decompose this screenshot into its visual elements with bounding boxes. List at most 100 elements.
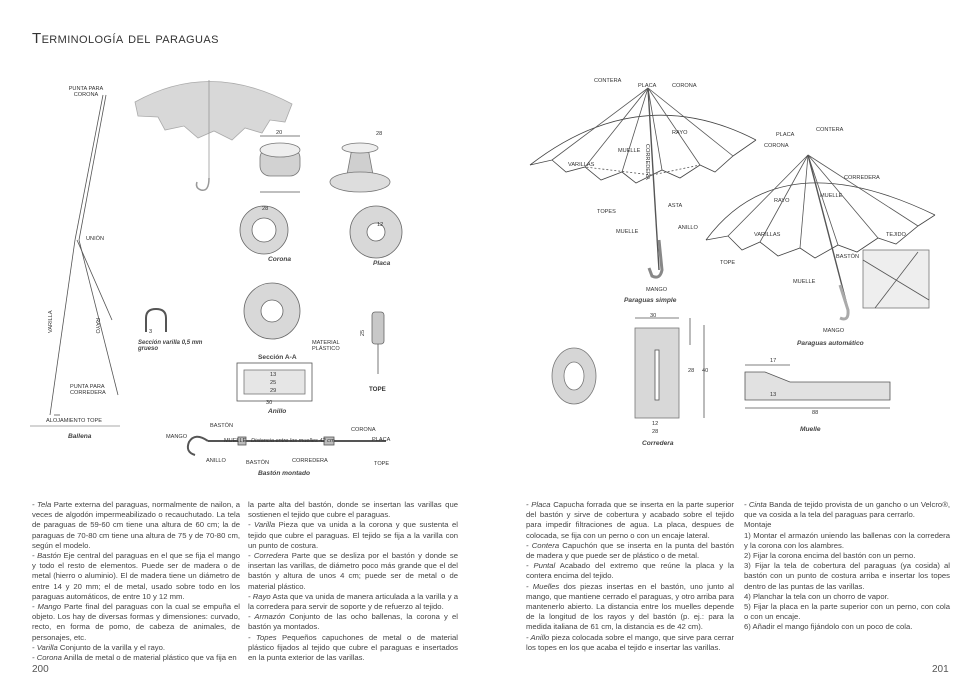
label-baston-montado-baston: BASTÓN — [210, 423, 234, 429]
caption-corredera: Corredera — [642, 440, 674, 447]
dim-muelle-88: 88 — [812, 410, 819, 416]
anillo-ring — [243, 282, 301, 340]
dim-placa-12: 12 — [377, 222, 384, 228]
placa-3d — [329, 142, 391, 193]
placa-disk — [349, 205, 403, 259]
label-alojamiento-tope: ALOJAMIENTO TOPE — [46, 418, 102, 424]
dim-anillo-13: 13 — [270, 372, 277, 378]
label-tope: TOPE — [369, 386, 386, 393]
paragraph: - Tela Parte externa del paraguas, norma… — [32, 500, 240, 550]
paragraph: - Puntal Acabado del extremo que reúne l… — [526, 561, 734, 581]
paragraph: - Rayo Asta que va unida de manera artic… — [248, 591, 458, 612]
paragraph: - Varilla Pieza que va unida a la corona… — [248, 520, 458, 550]
paragraph: - Corredera Parte que se desliza por el … — [248, 551, 458, 591]
paragraph: - Armazón Conjunto de las ocho ballenas,… — [248, 612, 458, 632]
label-simple-topes: TOPES — [597, 209, 616, 215]
label-distancia-muelles: Distancia entre los muelles 42 cm — [251, 438, 335, 444]
label-auto-tejido: TEJIDO — [886, 232, 906, 238]
label-auto-tope: TOPE — [720, 260, 736, 266]
label-baston-montado-corredera: CORREDERA — [292, 458, 328, 464]
paragraph: - Topes Pequeños capuchones de metal o d… — [248, 632, 458, 663]
label-auto-muelle: MUELLE — [820, 193, 843, 199]
step-item: 4) Planchar la tela con un chorro de vap… — [744, 591, 889, 601]
label-rayo: RAYO — [94, 318, 100, 334]
caption-paraguas-simple: Paraguas simple — [624, 297, 677, 304]
label-simple-contera: CONTERA — [594, 78, 622, 84]
label-auto-muelle2: MUELLE — [793, 279, 816, 285]
label-baston-montado-placa: PLACA — [372, 437, 391, 443]
section-heading: Montaje — [744, 520, 772, 530]
label-simple-mango: MANGO — [646, 287, 668, 293]
baston-montado — [186, 435, 386, 456]
label-simple-rayo: RAYO — [672, 130, 688, 136]
label-baston-montado-muelle: MUELLE — [224, 438, 247, 444]
label-auto-varillas: VARILLAS — [754, 232, 781, 238]
step-item: 2) Fijar la corona encima del bastón con… — [744, 551, 916, 561]
label-varilla: VARILLA — [48, 310, 54, 333]
label-baston-montado-anillo: ANILLO — [206, 458, 226, 464]
paraguas-automatico — [705, 154, 936, 321]
dim-anillo-29: 29 — [270, 388, 277, 394]
label-auto-contera: CONTERA — [816, 127, 844, 133]
step-item: 6) Añadir el mango fijándolo con un poco… — [744, 622, 913, 632]
seccion-varilla — [145, 307, 167, 332]
label-simple-placa: PLACA — [638, 83, 657, 89]
dim-corona-28: 28 — [262, 206, 269, 212]
label-simple-corredera: CORREDERA — [644, 144, 650, 180]
dim-24: 28 — [376, 131, 383, 137]
label-baston-montado-corona: CORONA — [351, 427, 376, 433]
dim-anillo-30: 30 — [266, 400, 273, 406]
paragraph: - Bastón Eje central del paraguas en el … — [32, 551, 240, 601]
text-column-3: - Placa Capucha forrada que se inserta e… — [526, 500, 734, 653]
paragraph: - Mango Parte final del paraguas con la … — [32, 602, 240, 642]
caption-anillo: Anillo — [268, 408, 287, 415]
label-punta-corona: PUNTA PARA CORONA — [68, 86, 104, 98]
label-union: UNIÓN — [86, 236, 105, 242]
label-material-plastico: MATERIAL PLÁSTICO — [312, 340, 340, 352]
label-baston-montado-tope: TOPE — [374, 461, 390, 467]
paragraph: - Corona Anilla de metal o de material p… — [32, 653, 237, 663]
label-auto-baston: BASTÓN — [836, 254, 860, 260]
label-simple-anillo: ANILLO — [678, 225, 698, 231]
label-simple-varillas: VARILLAS — [568, 162, 595, 168]
dim-corredera-30: 30 — [650, 313, 657, 319]
label-baston-montado-mango: MANGO — [166, 434, 188, 440]
caption-baston-montado: Bastón montado — [258, 470, 311, 477]
caption-placa: Placa — [373, 260, 391, 267]
paragraph: - Contera Capuchón que se inserta en la … — [526, 540, 735, 561]
label-simple-muelle: MUELLE — [618, 148, 641, 154]
label-auto-placa: PLACA — [776, 132, 795, 138]
caption-seccion-varilla: Sección varilla 0,5 mm grueso — [138, 340, 203, 352]
label-baston-montado-baston2: BASTÓN — [246, 460, 270, 466]
label-auto-corredera: CORREDERA — [844, 175, 880, 181]
label-auto-mango: MANGO — [823, 328, 845, 334]
page-title: Terminología del paraguas — [32, 30, 219, 47]
corona-3d — [259, 135, 301, 193]
label-seccion-aa: Sección A-A — [258, 354, 297, 361]
page-number-left: 200 — [32, 664, 49, 675]
dim-20: 20 — [276, 130, 283, 136]
paragraph: - Placa Capucha forrada que se inserta e… — [526, 500, 734, 540]
corredera-large — [634, 317, 705, 419]
dim-tope-25: 25 — [360, 329, 367, 337]
caption-paraguas-automatico: Paraguas automático — [797, 340, 864, 347]
label-auto-rayo: RAYO — [774, 198, 790, 204]
dim-corredera-40: 40 — [702, 368, 709, 374]
dim-corredera-28b: 28 — [652, 429, 659, 435]
muelle-piece — [744, 364, 891, 409]
paragraph: la parte alta del bastón, donde se inser… — [248, 500, 458, 520]
dim-corredera-12: 12 — [652, 421, 659, 427]
dim-corredera-28: 28 — [688, 368, 695, 374]
paragraph: - Anillo pieza colocada sobre el mango, … — [526, 632, 735, 652]
paragraph: - Cinta Banda de tejido provista de un g… — [744, 500, 950, 520]
label-simple-asta: ASTA — [668, 203, 683, 209]
caption-muelle: Muelle — [800, 426, 821, 433]
dim-muelle-17: 17 — [770, 358, 777, 364]
paragraph: - Varilla Conjunto de la varilla y el ra… — [32, 642, 166, 652]
label-punta-corredera: PUNTA PARA CORREDERA — [70, 384, 106, 396]
dim-anillo-25: 25 — [270, 380, 277, 386]
paragraph: - Muelles dos piezas insertas en el bast… — [526, 581, 734, 632]
text-column-1: - Tela Parte externa del paraguas, norma… — [32, 500, 240, 663]
caption-corona: Corona — [268, 256, 292, 263]
dim-muelle-13: 13 — [770, 392, 777, 398]
